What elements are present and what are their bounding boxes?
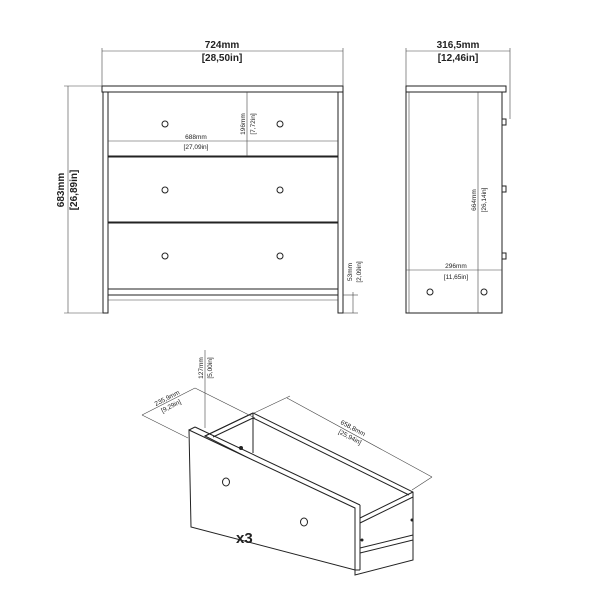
knob-icon [300, 517, 308, 527]
quantity-label: x3 [236, 530, 253, 547]
inner-height-mm-label: 664mm [471, 189, 478, 211]
top-board [101, 85, 344, 93]
inner-height-in-label: [26,14in] [481, 187, 488, 212]
inner-width-in-label: [27,09in] [184, 144, 209, 151]
height-mm-label: 683mm [56, 173, 67, 208]
width-in-label: [28,50in] [202, 53, 243, 64]
front-view: 724mm [28,50in] 683mm [26,89in] 688mm [2… [56, 40, 363, 314]
hole-icon [426, 288, 434, 296]
inner-depth-mm-label: 296mm [445, 263, 467, 270]
side-view: 316,5mm [12,46in] 664mm [26,14in] 296mm … [405, 40, 511, 314]
screw-icon [360, 538, 364, 542]
drawer-1-front [107, 91, 339, 157]
hole-icon [480, 288, 488, 296]
knob-icon [501, 185, 507, 193]
left-side-panel [102, 91, 109, 314]
knob-icon [276, 120, 284, 128]
drawer-height-mm-label: 127mm [198, 357, 205, 379]
drawer-width-dimension-line [141, 387, 196, 416]
right-side-panel [337, 91, 344, 314]
inner-depth-in-label: [11,65in] [444, 274, 469, 281]
drawer-height-in-label: [7,72in] [250, 113, 257, 135]
drawer-view: 127mm [5,00in] 235,9mm [9,29in] 658,8mm … [141, 350, 433, 576]
drawer-2-front [107, 156, 339, 223]
drawer-length-dimension-line [286, 397, 433, 478]
plinth-mm-label: 53mm [347, 263, 354, 281]
knob-icon [276, 186, 284, 194]
knob-icon [161, 120, 169, 128]
inner-width-mm-label: 688mm [185, 134, 207, 141]
knob-icon [222, 477, 230, 487]
knob-icon [161, 186, 169, 194]
depth-mm-label: 316,5mm [437, 40, 480, 51]
height-in-label: [26,89in] [69, 170, 80, 211]
knob-icon [501, 252, 507, 260]
plinth-in-label: [2,09in] [356, 261, 363, 283]
drawer-height-mm-label: 196mm [240, 113, 247, 135]
depth-in-label: [12,46in] [438, 53, 479, 64]
screw-icon [239, 446, 243, 450]
knob-icon [276, 252, 284, 260]
side-top-board [405, 85, 507, 93]
screw-icon [410, 518, 414, 522]
drawer-height-in-label: [5,00in] [207, 357, 214, 379]
width-mm-label: 724mm [205, 40, 240, 51]
side-panel [405, 91, 503, 314]
knob-icons [161, 120, 284, 260]
knob-icon [501, 118, 507, 126]
drawer-3-front [107, 222, 339, 290]
knob-icon [161, 252, 169, 260]
